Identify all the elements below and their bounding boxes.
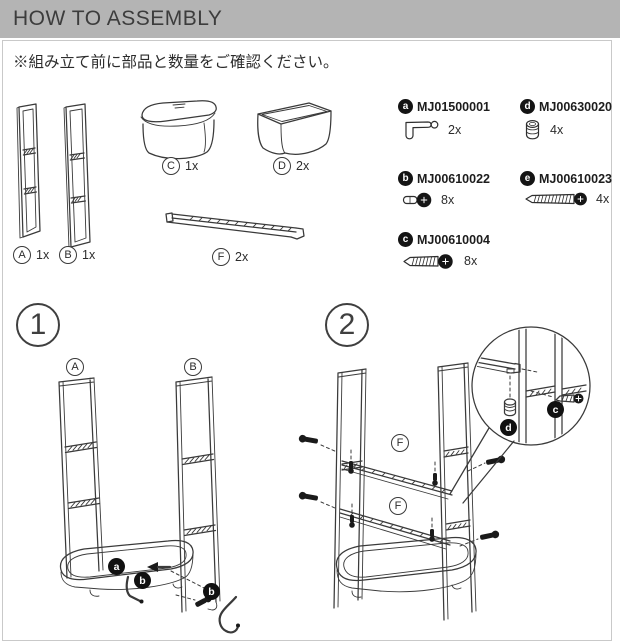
- hardware-d-code: MJ00630020: [539, 99, 612, 114]
- part-b-qty: 1x: [82, 248, 96, 262]
- hardware-item-b: b MJ00610022 8x: [398, 171, 490, 209]
- hardware-a-code: MJ01500001: [417, 99, 490, 114]
- step1-callout-a: a: [108, 558, 125, 575]
- step2-rail-f1-tag: F: [391, 434, 409, 452]
- screw-icon: [403, 254, 453, 269]
- pan-head-bolt-icon: [402, 192, 432, 208]
- part-a-letter: A: [13, 246, 31, 264]
- hardware-a-qty: 2x: [448, 123, 462, 137]
- hardware-a-key-badge: a: [398, 99, 413, 114]
- step-1-number-text: 1: [29, 308, 47, 341]
- part-d-label: D 2x: [273, 157, 309, 175]
- hardware-e-key-badge: e: [520, 171, 535, 186]
- step1-callout-b2: b: [203, 583, 220, 600]
- section-header: HOW TO ASSEMBLY: [0, 0, 620, 38]
- hardware-b-key-badge: b: [398, 171, 413, 186]
- step2-rail-f2-tag: F: [389, 497, 407, 515]
- hardware-item-c: c MJ00610004 8x: [398, 232, 490, 270]
- hardware-item-e: e MJ00610023 4x: [520, 171, 612, 207]
- hardware-item-a: a MJ01500001 2x: [398, 99, 490, 141]
- part-f-qty: 2x: [235, 250, 249, 264]
- step1-frame-b-tag: B: [184, 358, 202, 376]
- step-2-number: 2: [325, 303, 369, 347]
- hardware-d-qty: 4x: [550, 123, 564, 137]
- long-screw-icon: [525, 192, 587, 206]
- part-a-qty: 1x: [36, 248, 50, 262]
- hardware-c-code: MJ00610004: [417, 232, 490, 247]
- part-d-qty: 2x: [296, 159, 310, 173]
- part-c-qty: 1x: [185, 159, 199, 173]
- hardware-b-qty: 8x: [441, 193, 455, 207]
- step-2-number-text: 2: [338, 308, 356, 341]
- step1-frame-a-tag: A: [66, 358, 84, 376]
- hardware-c-qty: 8x: [464, 254, 478, 268]
- hardware-b-code: MJ00610022: [417, 171, 490, 186]
- hardware-e-code: MJ00610023: [539, 171, 612, 186]
- step2-callout-d: d: [500, 419, 517, 436]
- part-a-label: A 1x: [13, 246, 49, 264]
- part-b-label: B 1x: [59, 246, 95, 264]
- part-b-letter: B: [59, 246, 77, 264]
- part-f-label: F 2x: [212, 248, 248, 266]
- page-title: HOW TO ASSEMBLY: [13, 7, 223, 30]
- parts-check-note: ※組み立て前に部品と数量をご確認ください。: [13, 54, 339, 71]
- part-c-letter: C: [162, 157, 180, 175]
- step-1-number: 1: [16, 303, 60, 347]
- step2-callout-c: c: [547, 401, 564, 418]
- part-c-label: C 1x: [162, 157, 198, 175]
- part-f-letter: F: [212, 248, 230, 266]
- hardware-e-qty: 4x: [596, 192, 610, 206]
- allen-key-icon: [405, 120, 439, 140]
- step1-callout-b1: b: [134, 572, 151, 589]
- cap-nut-icon: [525, 119, 540, 140]
- part-d-letter: D: [273, 157, 291, 175]
- hardware-item-d: d MJ00630020 4x: [520, 99, 612, 141]
- hardware-c-key-badge: c: [398, 232, 413, 247]
- hardware-d-key-badge: d: [520, 99, 535, 114]
